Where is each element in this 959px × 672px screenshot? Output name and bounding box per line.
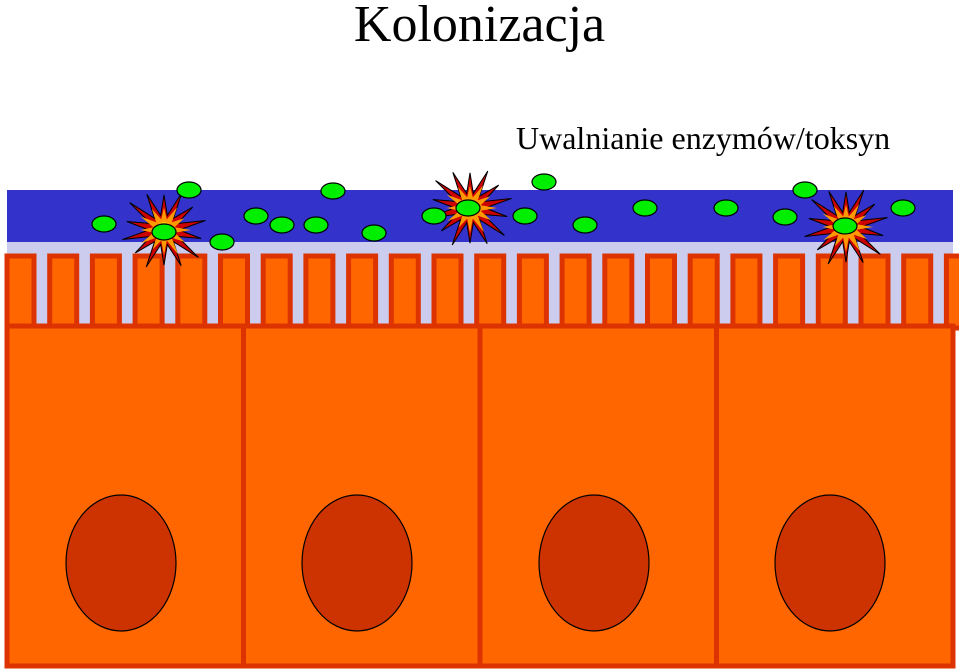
bacterium xyxy=(632,199,658,217)
microvillus xyxy=(175,253,208,331)
bacterium xyxy=(91,215,117,233)
bacterium xyxy=(151,223,177,241)
bacterium xyxy=(832,217,858,235)
bacterium xyxy=(890,199,916,217)
microvillus xyxy=(687,253,720,331)
microvillus xyxy=(773,253,806,331)
microvillus xyxy=(602,253,635,331)
enzyme-toxin-release-label: Uwalnianie enzymów/toksyn xyxy=(516,120,891,156)
microvillus xyxy=(858,253,891,331)
microvillus xyxy=(943,253,959,331)
bacterium xyxy=(455,199,481,217)
cell-nuclei xyxy=(65,494,886,632)
microvillus xyxy=(901,253,934,331)
microvillus xyxy=(132,253,165,331)
bacterium xyxy=(209,233,235,251)
cell-nucleus xyxy=(65,494,177,632)
bacteria xyxy=(91,173,916,251)
cell-nucleus xyxy=(301,494,413,632)
microvillus xyxy=(260,253,293,331)
bacterium xyxy=(243,207,269,225)
bacterium xyxy=(361,224,387,242)
bacterium xyxy=(713,199,739,217)
bacterium xyxy=(269,216,295,234)
microvillus xyxy=(47,253,80,331)
microvillus xyxy=(89,253,122,331)
bacterium xyxy=(531,173,557,191)
microvillus xyxy=(388,253,421,331)
bacterium xyxy=(512,207,538,225)
page-title: Kolonizacja xyxy=(353,0,606,53)
bacterium xyxy=(320,182,346,200)
cell-nucleus xyxy=(538,494,650,632)
bacterium xyxy=(303,216,329,234)
microvillus xyxy=(559,253,592,331)
bacterium xyxy=(792,181,818,199)
bacterium xyxy=(772,208,798,226)
bacterium xyxy=(176,181,202,199)
microvillus xyxy=(346,253,379,331)
microvillus xyxy=(516,253,549,331)
bacterium xyxy=(421,207,447,225)
microvillus xyxy=(474,253,507,331)
microvillus xyxy=(815,253,848,331)
microvillus xyxy=(218,253,250,331)
microvillus xyxy=(303,253,336,331)
microvilli xyxy=(4,253,959,331)
microvillus xyxy=(4,253,37,331)
microvillus xyxy=(645,253,677,331)
microvillus xyxy=(431,253,464,331)
cell-nucleus xyxy=(774,494,886,632)
microvillus xyxy=(730,253,763,331)
bacterium xyxy=(572,216,598,234)
